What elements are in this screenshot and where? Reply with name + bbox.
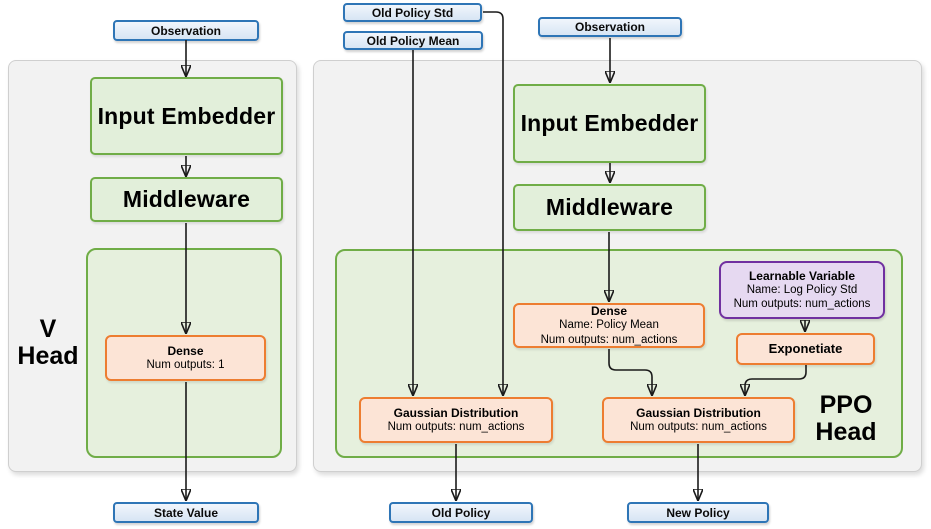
node-middleware-v: Middleware (90, 177, 283, 222)
label-v-head-line1: V (39, 315, 57, 343)
node-dense-policy-mean-title: Dense (590, 303, 628, 318)
node-input-embedder-ppo-label: Input Embedder (520, 110, 699, 136)
node-exponetiate-label: Exponetiate (768, 340, 843, 356)
node-input-embedder-ppo: Input Embedder (513, 84, 706, 163)
node-middleware-ppo-label: Middleware (545, 194, 674, 220)
node-old-policy-label: Old Policy (431, 505, 491, 520)
node-dense-policy-mean-line2: Num outputs: num_actions (540, 333, 678, 346)
node-observation-ppo: Observation (538, 17, 682, 37)
node-observation-ppo-label: Observation (574, 20, 646, 34)
node-middleware-v-label: Middleware (122, 186, 251, 212)
node-gaussian-distribution-new-title: Gaussian Distribution (636, 405, 761, 420)
node-dense-v-title: Dense (167, 343, 204, 358)
label-ppo-head-line1: PPO (819, 391, 873, 419)
node-new-policy-label: New Policy (666, 505, 730, 520)
node-dense-v-line1: Num outputs: 1 (146, 359, 225, 371)
node-dense-policy-mean-line1: Name: Policy Mean (559, 319, 659, 332)
node-middleware-ppo: Middleware (513, 184, 706, 231)
node-state-value-label: State Value (153, 505, 219, 520)
label-v-head: V Head (10, 316, 86, 370)
node-old-policy-mean: Old Policy Mean (343, 31, 483, 50)
node-learnable-variable: Learnable Variable Name: Log Policy Std … (719, 261, 885, 319)
node-dense-v: Dense Num outputs: 1 (105, 335, 266, 381)
node-learnable-variable-title: Learnable Variable (748, 269, 856, 283)
node-new-policy: New Policy (627, 502, 769, 523)
node-gaussian-distribution-old-line1: Num outputs: num_actions (387, 421, 525, 433)
node-old-policy-mean-label: Old Policy Mean (366, 33, 460, 48)
node-input-embedder-v-label: Input Embedder (97, 102, 276, 129)
node-gaussian-distribution-old: Gaussian Distribution Num outputs: num_a… (359, 397, 553, 443)
label-ppo-head-line2: Head (815, 418, 877, 446)
node-observation-v-label: Observation (150, 23, 222, 38)
node-gaussian-distribution-new: Gaussian Distribution Num outputs: num_a… (602, 397, 795, 443)
node-observation-v: Observation (113, 20, 259, 41)
node-state-value: State Value (113, 502, 259, 523)
node-old-policy-std: Old Policy Std (343, 3, 482, 22)
label-v-head-line2: Head (17, 342, 79, 370)
node-input-embedder-v: Input Embedder (90, 77, 283, 155)
node-old-policy: Old Policy (389, 502, 533, 523)
node-old-policy-std-label: Old Policy Std (371, 5, 454, 20)
node-dense-policy-mean: Dense Name: Policy Mean Num outputs: num… (513, 303, 705, 348)
node-learnable-variable-line1: Name: Log Policy Std (746, 284, 858, 296)
node-gaussian-distribution-new-line1: Num outputs: num_actions (630, 421, 767, 433)
node-exponetiate: Exponetiate (736, 333, 875, 365)
label-ppo-head: PPO Head (800, 392, 892, 446)
node-gaussian-distribution-old-title: Gaussian Distribution (393, 405, 519, 420)
node-learnable-variable-line2: Num outputs: num_actions (733, 298, 871, 310)
